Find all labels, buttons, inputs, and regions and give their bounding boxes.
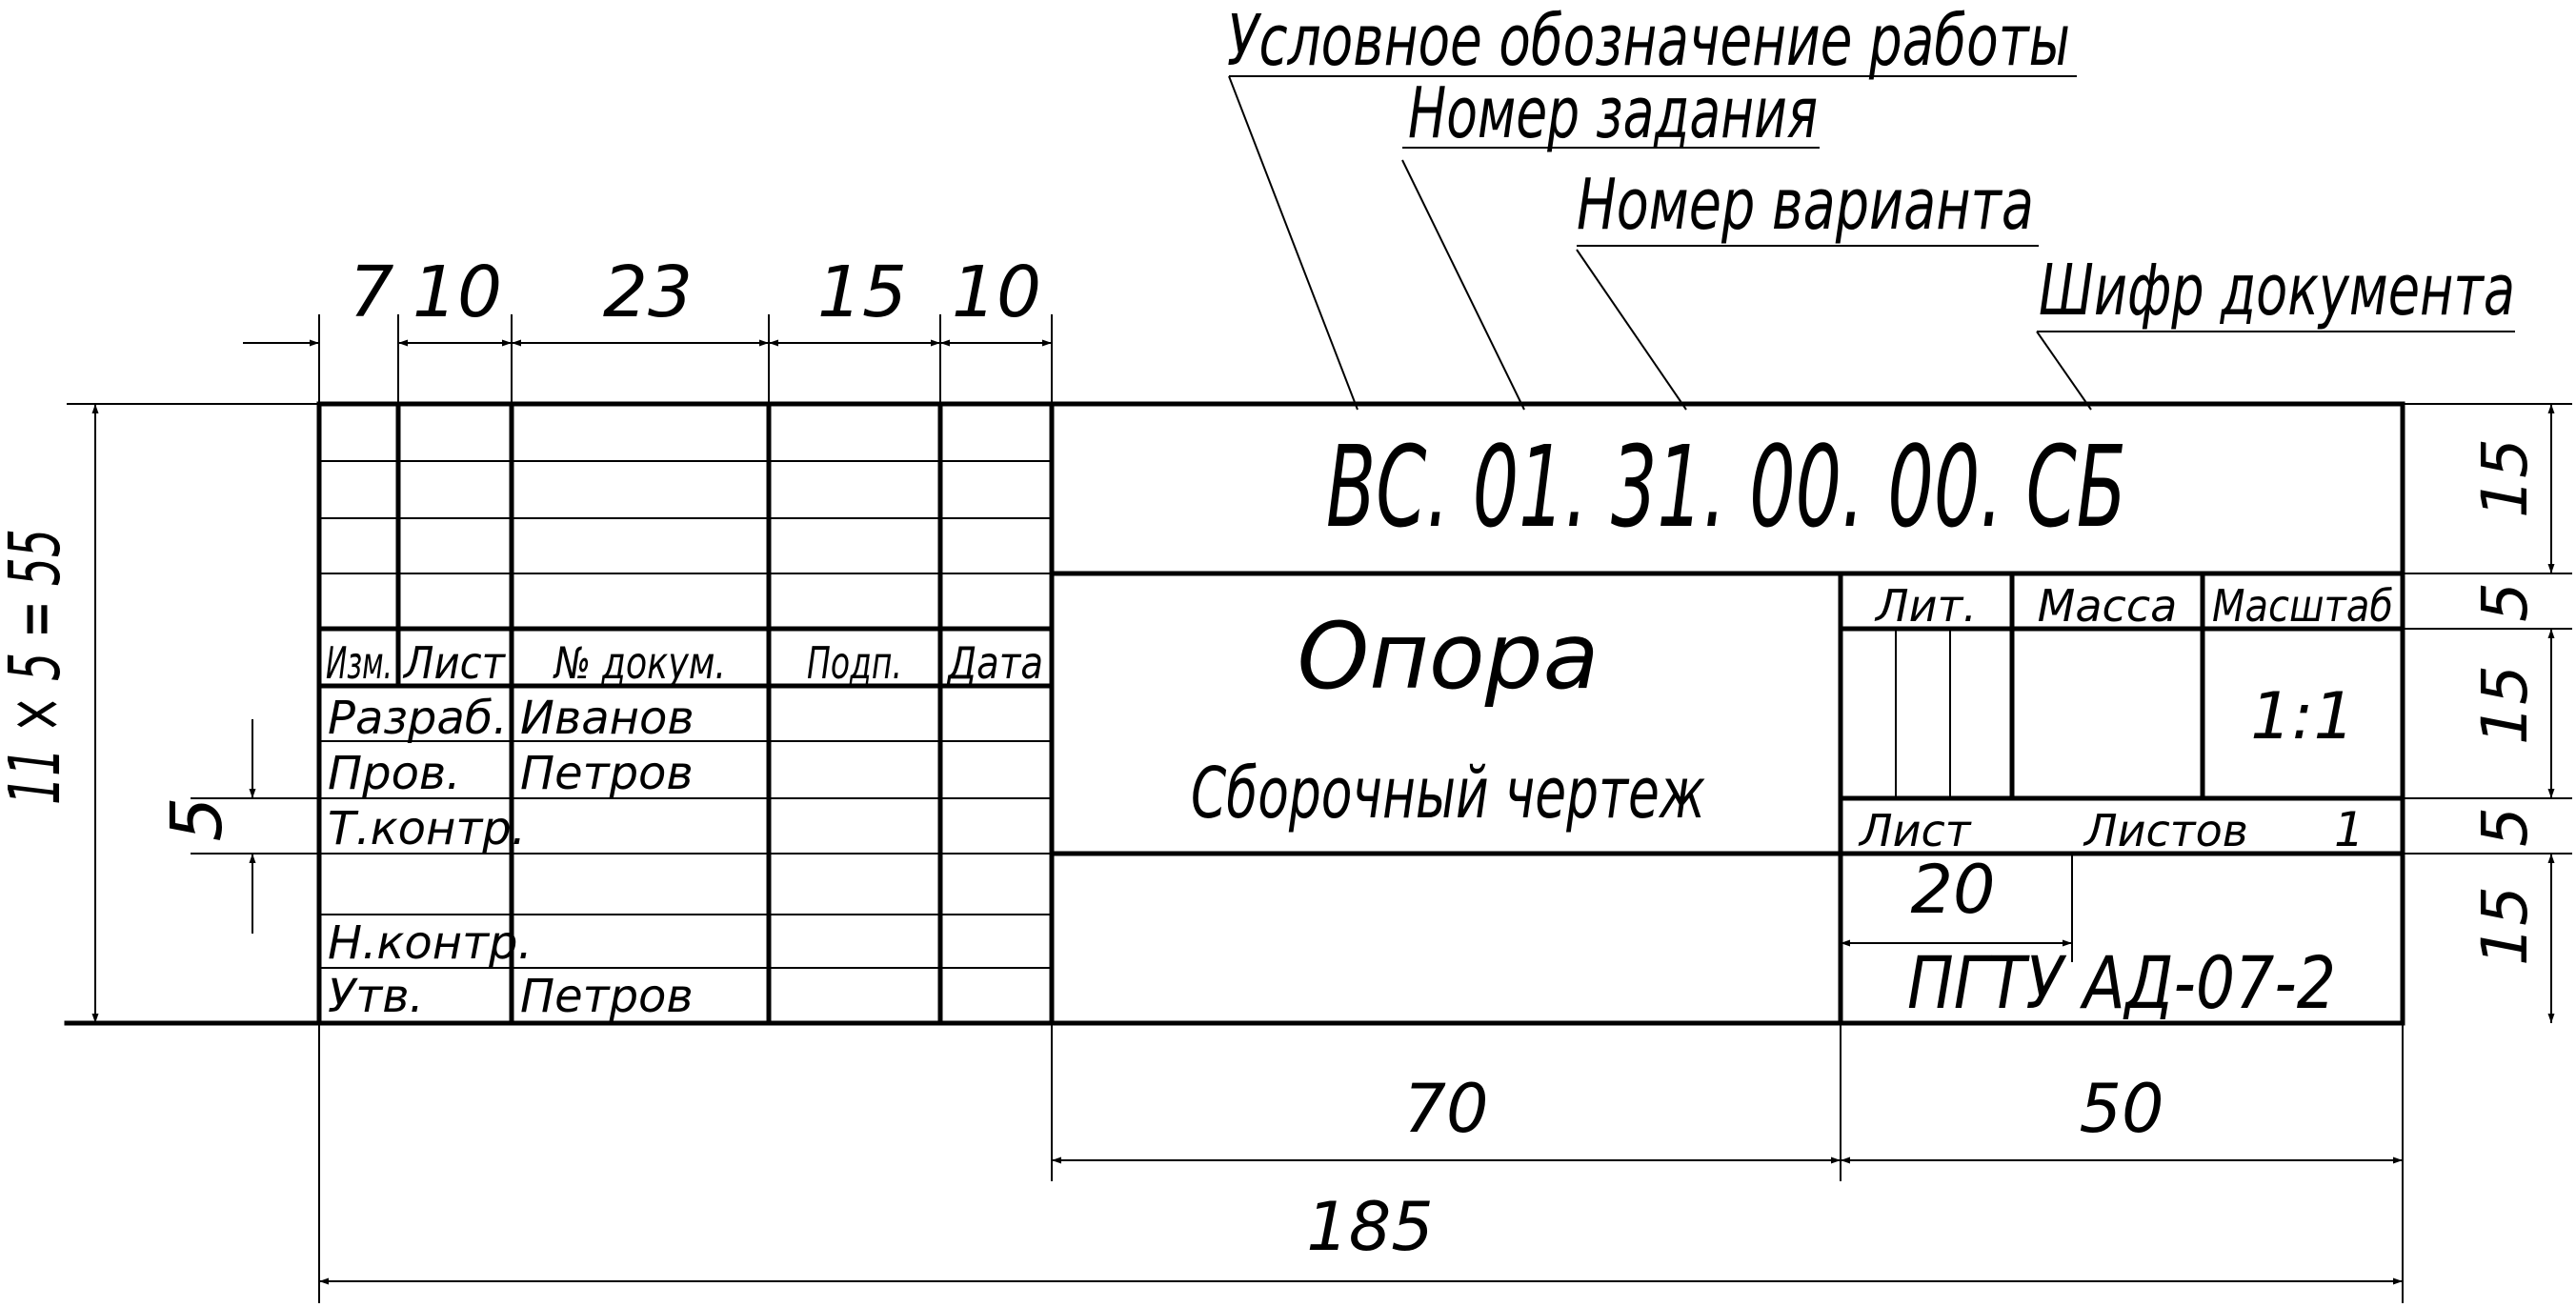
- organization: ПГТУ АД-07-2: [1907, 940, 2336, 1025]
- lit-label: Лит.: [1874, 580, 1977, 632]
- label-work-designation: Условное обозначение работы: [1227, 0, 2070, 82]
- dim-bottom-right: 50: [2079, 1070, 2163, 1148]
- label-task-number: Номер задания: [1408, 72, 1818, 154]
- dim-col-2: 10: [413, 251, 502, 333]
- scale-value: 1:1: [2250, 679, 2354, 754]
- col-izm: Изм.: [326, 637, 392, 689]
- dim-right-1: 15: [2468, 438, 2542, 518]
- roles-table: Разраб. Иванов Пров. Петров Т.контр. Н.к…: [328, 692, 694, 1023]
- role-label: Пров.: [328, 747, 460, 800]
- role-label: Т.контр.: [328, 802, 526, 855]
- thick-lines: [64, 401, 2405, 1026]
- role-person: Петров: [520, 747, 694, 800]
- dim-col-3: 23: [603, 251, 693, 333]
- col-list: Лист: [402, 637, 506, 689]
- label-document-code: Шифр документа: [2039, 250, 2515, 332]
- col-doc-number: № докум.: [553, 637, 726, 689]
- dim-bottom-mid: 70: [1403, 1070, 1488, 1148]
- col-date: Дата: [946, 637, 1043, 689]
- dim-right-5: 15: [2468, 886, 2542, 966]
- dimension-lines: [91, 339, 2555, 1285]
- product-name: Опора: [1298, 603, 1600, 710]
- dim-right-2: 5: [2468, 582, 2542, 622]
- dim-sheet-width: 20: [1910, 851, 1995, 929]
- sheet-label: Лист: [1858, 805, 1972, 856]
- dim-right-3: 15: [2468, 665, 2542, 745]
- dim-left-row: 5: [156, 796, 238, 841]
- role-label: Н.контр.: [328, 916, 533, 970]
- scale-label: Масштаб: [2212, 580, 2393, 632]
- dim-col-5: 10: [952, 251, 1041, 333]
- document-type: Сборочный чертеж: [1191, 753, 1705, 834]
- dim-total-width: 185: [1306, 1188, 1434, 1266]
- role-label: Утв.: [328, 970, 424, 1023]
- sheets-label: Листов: [2083, 805, 2248, 856]
- leader-lines: [1228, 75, 2515, 411]
- sheets-value: 1: [2334, 802, 2365, 857]
- mass-label: Масса: [2038, 580, 2178, 632]
- designation-code: ВС. 01. 31. 00. 00. СБ: [1326, 421, 2126, 553]
- role-person: Петров: [520, 970, 694, 1023]
- label-variant-number: Номер варианта: [1577, 164, 2034, 246]
- dim-left-total: 11 × 5 = 55: [0, 529, 76, 805]
- role-person: Иванов: [520, 692, 694, 745]
- dim-right-4: 5: [2468, 807, 2542, 847]
- dim-col-4: 15: [817, 251, 907, 333]
- dim-col-1: 7: [349, 251, 393, 333]
- role-label: Разраб.: [328, 692, 508, 745]
- col-signature: Подп.: [807, 637, 902, 689]
